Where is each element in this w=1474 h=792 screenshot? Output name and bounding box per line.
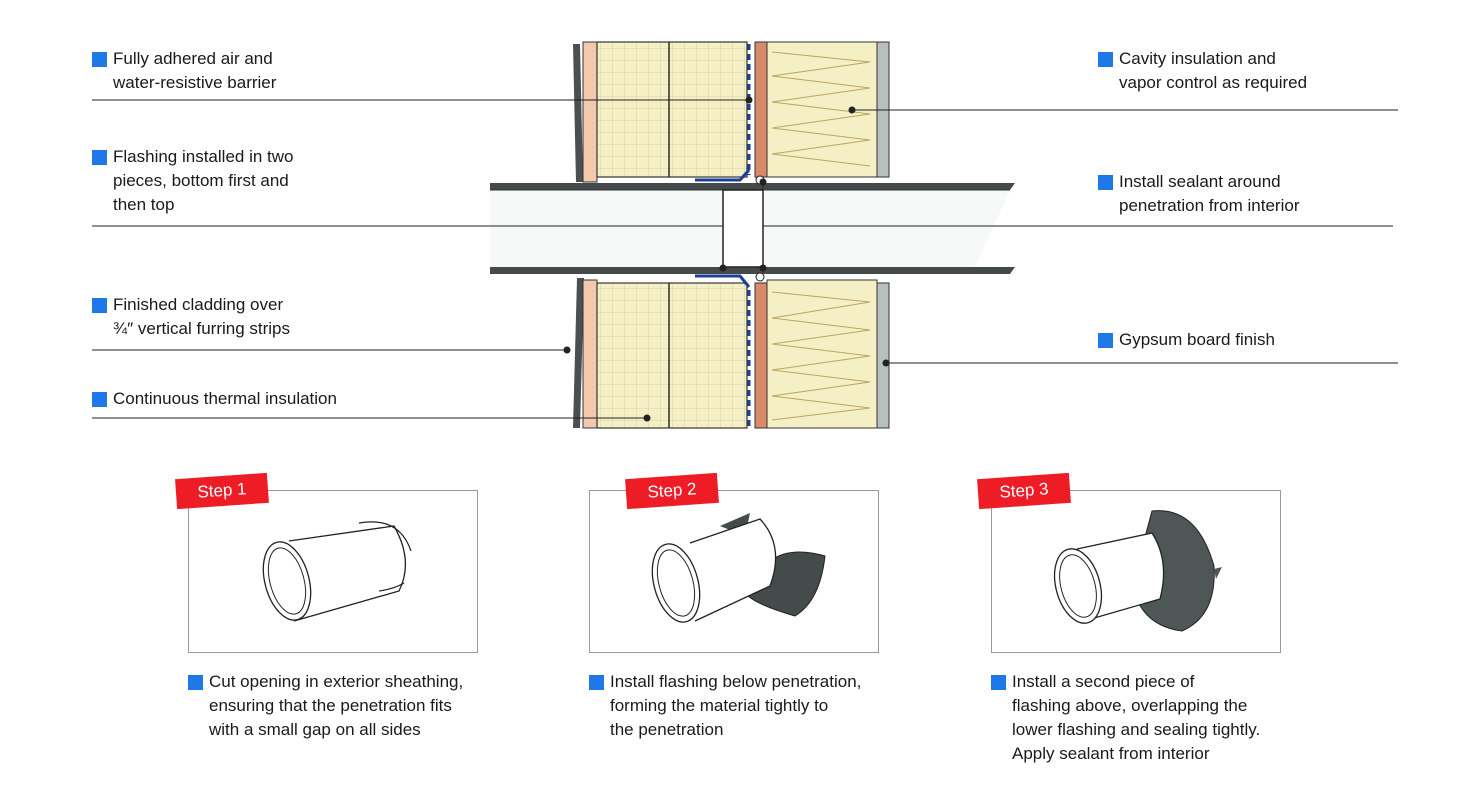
step-3-label: Step 3 <box>998 479 1050 502</box>
marker-square <box>1098 52 1113 67</box>
step-1-tag: Step 1 <box>175 472 269 510</box>
pipe-illustration-step-1 <box>262 521 412 622</box>
callout-flashing-text: Flashing installed in two pieces, bottom… <box>113 147 294 214</box>
step-2-tag: Step 2 <box>625 472 719 510</box>
leader-lines-right <box>759 106 1398 367</box>
callout-sealant: Install sealant around penetration from … <box>1098 170 1299 218</box>
callout-cladding: Finished cladding over ¾″ vertical furri… <box>92 293 290 341</box>
marker-square <box>188 675 203 690</box>
leader-lines-left <box>92 96 753 422</box>
pipe-illustration-step-2 <box>651 513 826 623</box>
callout-air-barrier-text: Fully adhered air and water-resistive ba… <box>113 49 277 92</box>
callout-sealant-text: Install sealant around penetration from … <box>1119 172 1300 215</box>
step-2-description-text: Install flashing below penetration, form… <box>610 672 862 739</box>
step-2-label: Step 2 <box>646 479 698 502</box>
marker-square <box>589 675 604 690</box>
step-1-panel <box>188 490 478 653</box>
marker-square <box>92 392 107 407</box>
marker-square <box>1098 333 1113 348</box>
step-3-description-text: Install a second piece of flashing above… <box>1012 672 1261 763</box>
callout-air-barrier: Fully adhered air and water-resistive ba… <box>92 47 276 95</box>
marker-square <box>92 298 107 313</box>
marker-square <box>1098 175 1113 190</box>
step-1-description-text: Cut opening in exterior sheathing, ensur… <box>209 672 464 739</box>
callout-flashing: Flashing installed in two pieces, bottom… <box>92 145 293 217</box>
marker-square <box>991 675 1006 690</box>
callout-cavity-insulation: Cavity insulation and vapor control as r… <box>1098 47 1307 95</box>
marker-square <box>92 150 107 165</box>
step-3-panel <box>991 490 1281 653</box>
pipe-illustration-step-3 <box>1053 510 1222 632</box>
step-1-description: Cut opening in exterior sheathing, ensur… <box>188 670 463 742</box>
step-2-panel <box>589 490 879 653</box>
lower-wall-assembly <box>573 274 890 429</box>
step-2-description: Install flashing below penetration, form… <box>589 670 861 742</box>
step-3-tag: Step 3 <box>977 472 1071 510</box>
callout-thermal-insulation: Continuous thermal insulation <box>92 387 337 411</box>
pipe-penetration <box>490 175 1015 282</box>
callout-cladding-text: Finished cladding over ¾″ vertical furri… <box>113 295 291 338</box>
callout-gypsum-text: Gypsum board finish <box>1119 330 1275 349</box>
callout-gypsum: Gypsum board finish <box>1098 328 1275 352</box>
marker-square <box>92 52 107 67</box>
callout-thermal-insulation-text: Continuous thermal insulation <box>113 389 337 408</box>
upper-wall-assembly <box>573 41 890 183</box>
callout-cavity-insulation-text: Cavity insulation and vapor control as r… <box>1119 49 1308 92</box>
step-1-label: Step 1 <box>196 479 248 502</box>
step-3-description: Install a second piece of flashing above… <box>991 670 1260 766</box>
